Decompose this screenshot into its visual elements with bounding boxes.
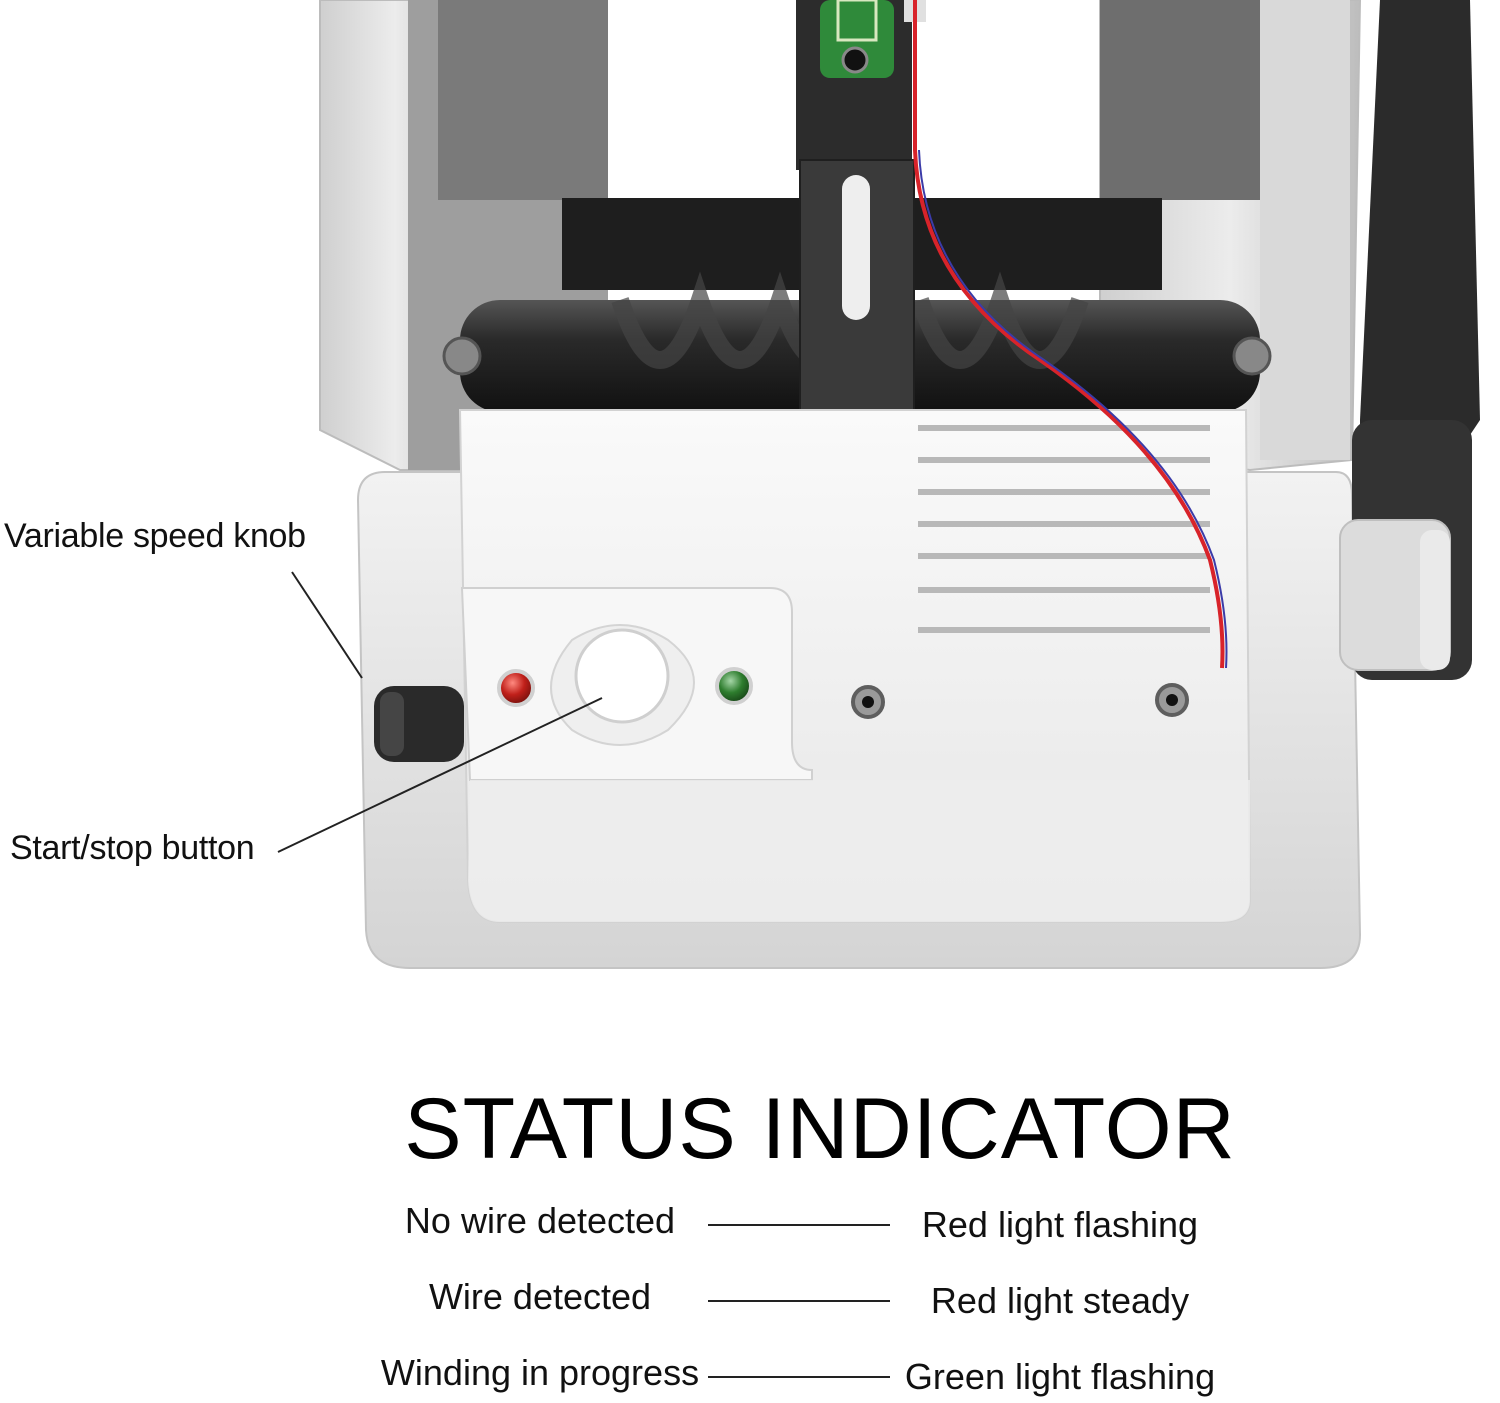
status-row: No wire detected Red light flashing — [0, 1200, 1500, 1250]
knob-callout-label: Variable speed knob — [4, 517, 306, 555]
control-box — [458, 409, 1252, 923]
status-condition: No wire detected — [404, 1200, 676, 1241]
winder-device-illustration — [277, 0, 1480, 969]
button-callout-label: Start/stop button — [10, 829, 255, 867]
status-condition: Wire detected — [428, 1276, 652, 1317]
vent-slots — [918, 425, 1210, 633]
knob-leader-line — [291, 571, 363, 679]
status-row: Winding in progress Green light flashing — [0, 1352, 1500, 1402]
button-leader-line — [277, 697, 603, 853]
status-indication: Red light steady — [930, 1280, 1190, 1321]
status-connector-line — [708, 1224, 890, 1226]
sensor-pcb — [820, 0, 926, 78]
sensor-wire — [913, 0, 1225, 669]
status-condition: Winding in progress — [380, 1352, 700, 1393]
status-connector-line — [708, 1376, 890, 1378]
status-indication: Red light flashing — [921, 1204, 1199, 1245]
green-led-icon — [715, 667, 753, 705]
status-row: Wire detected Red light steady — [0, 1276, 1500, 1326]
variable-speed-knob[interactable] — [374, 686, 464, 762]
status-indication: Green light flashing — [904, 1356, 1216, 1397]
status-connector-line — [708, 1300, 890, 1302]
left-frame — [319, 0, 608, 471]
timing-belt — [1339, 0, 1480, 680]
red-led-icon — [497, 669, 535, 707]
status-indicator-title: STATUS INDICATOR — [404, 1080, 1236, 1177]
